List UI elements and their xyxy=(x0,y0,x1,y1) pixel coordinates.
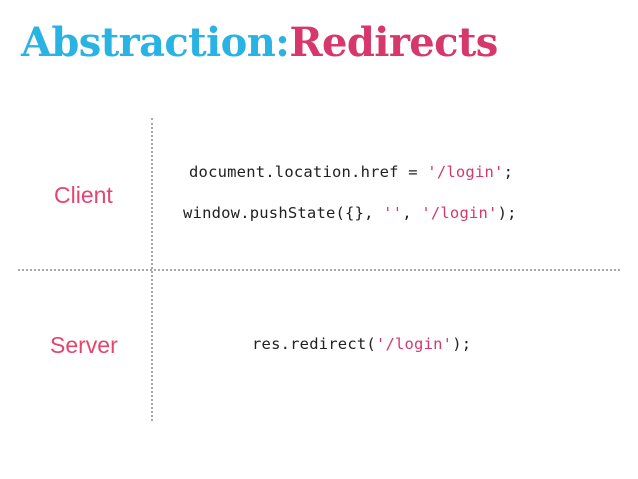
code-line-server-1: res.redirect('/login'); xyxy=(252,335,471,353)
row-label-server: Server xyxy=(50,332,118,358)
page-title-accent: Redirects xyxy=(289,19,498,66)
code-token-string-1: '' xyxy=(383,204,403,222)
code-token-string-1: '/login' xyxy=(427,163,504,181)
page-title-primary: Abstraction: xyxy=(21,19,290,66)
code-token-plain-2: ; xyxy=(503,163,514,181)
code-line-client-2: window.pushState({}, '', '/login'); xyxy=(183,204,517,222)
code-token-plain-0: res.redirect( xyxy=(252,335,376,353)
code-line-client-1: document.location.href = '/login'; xyxy=(189,163,513,181)
page-title: Abstraction:Redirects xyxy=(21,18,498,68)
row-label-client: Client xyxy=(54,182,113,208)
code-token-plain-0: window.pushState({}, xyxy=(183,204,384,222)
code-token-string-1: '/login' xyxy=(375,335,453,353)
code-token-plain-0: document.location.href = xyxy=(189,163,428,181)
horizontal-divider xyxy=(18,269,620,271)
code-token-plain-4: ); xyxy=(497,204,517,222)
code-token-plain-2: ); xyxy=(452,335,472,353)
code-token-string-3: '/login' xyxy=(421,204,498,222)
code-token-plain-2: , xyxy=(402,204,422,222)
